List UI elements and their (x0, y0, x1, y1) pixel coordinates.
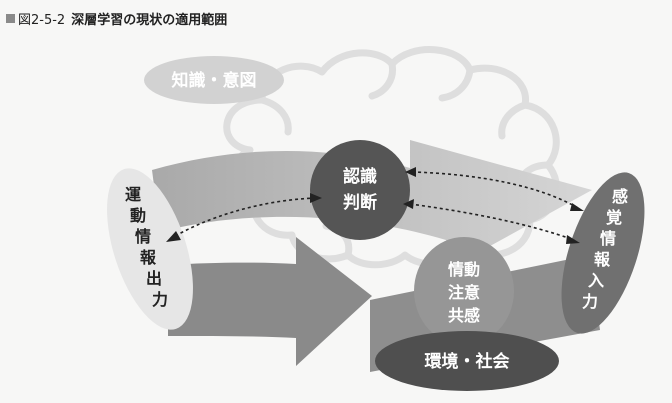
recognition-line-2: 判断 (343, 192, 377, 213)
figure-title: 深層学習の現状の適用範囲 (71, 13, 228, 28)
emotion-circle (414, 237, 514, 345)
recognition-circle (310, 140, 410, 240)
sensory-char-3: 情 (600, 229, 616, 248)
motor-output-label: 運 動 情 報 出 力 (125, 185, 168, 309)
sensory-char-2: 覚 (606, 208, 622, 227)
environment-label: 環境・社会 (425, 351, 510, 372)
dashed-arrow-left-head-a (310, 193, 322, 203)
dashed-arrow-right-lower-head-b (566, 235, 580, 244)
motor-char-6: 力 (152, 290, 168, 309)
figure-number: 図2-5-2 (18, 13, 66, 28)
dashed-arrow-right-upper-head-a (405, 167, 416, 177)
sensory-char-4: 報 (594, 250, 611, 269)
dashed-arrow-left-head-b (166, 231, 181, 242)
emotion-line-3: 共感 (448, 306, 480, 325)
sensory-input-label: 感 覚 情 報 入 力 (582, 187, 628, 311)
sensory-char-1: 感 (612, 187, 628, 206)
motor-char-1: 運 (125, 185, 141, 204)
sensory-char-5: 入 (588, 271, 604, 290)
bottom-flow-arrow (168, 237, 372, 366)
recognition-line-1: 認識 (343, 166, 377, 187)
dashed-arrow-left (171, 197, 317, 239)
motor-output-ellipse (107, 168, 193, 330)
dashed-arrow-right-lower (409, 203, 575, 241)
motor-char-3: 情 (135, 227, 151, 246)
emotion-line-2: 注意 (448, 283, 480, 302)
knowledge-intent-label: 知識・意図 (171, 70, 257, 91)
dashed-arrow-right-lower-head-a (403, 199, 414, 209)
sensory-char-6: 力 (582, 292, 598, 311)
emotion-line-1: 情動 (448, 260, 480, 279)
environment-ellipse (375, 331, 559, 391)
motor-char-4: 報 (140, 248, 157, 267)
caption-square-icon (6, 14, 15, 23)
motor-char-5: 出 (146, 269, 162, 288)
motor-char-2: 動 (130, 206, 146, 225)
sensory-input-ellipse (561, 172, 645, 334)
recognition-label: 認識 判断 (343, 166, 377, 213)
emotion-label: 情動 注意 共感 (448, 260, 480, 325)
knowledge-intent-ellipse (144, 56, 284, 104)
figure-caption: 図2-5-2 深層学習の現状の適用範囲 (6, 9, 227, 28)
dashed-arrow-right-upper-head-b (570, 203, 584, 211)
